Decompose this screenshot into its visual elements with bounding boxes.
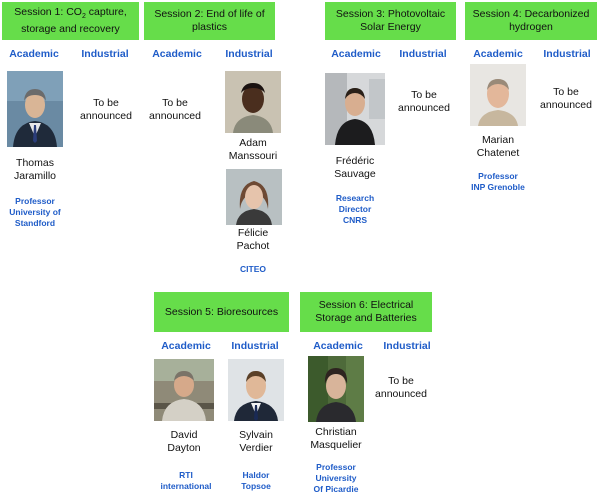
session-3-academic-header: Academic xyxy=(331,48,381,60)
affil-sylvain-verdier: Haldor Topsoe xyxy=(241,470,271,491)
session-6-academic-header: Academic xyxy=(313,340,363,352)
session-3-industrial-header: Industrial xyxy=(399,48,447,60)
photo-sylvain-verdier xyxy=(228,359,284,421)
session-1-title: Session 1: CO2 capture, storage and reco… xyxy=(2,2,139,40)
photo-felicie-pachot xyxy=(226,169,282,225)
session-4-industrial-tba: To be announced xyxy=(540,86,592,111)
name-frederic-sauvage: Frédéric Sauvage xyxy=(334,155,376,180)
name-christian-masquelier: Christian Masquelier xyxy=(310,426,362,451)
session-3-industrial-tba: To be announced xyxy=(398,89,450,114)
session-2-industrial-header: Industrial xyxy=(225,48,273,60)
photo-adam-manssouri xyxy=(225,71,281,133)
photo-david-dayton xyxy=(154,359,214,421)
name-david-dayton: David Dayton xyxy=(167,429,201,454)
session-5-industrial-header: Industrial xyxy=(231,340,279,352)
session-4-industrial-header: Industrial xyxy=(543,48,591,60)
session-1-industrial-header: Industrial xyxy=(81,48,129,60)
photo-thomas-jaramillo xyxy=(7,71,63,147)
affil-david-dayton: RTI international xyxy=(160,470,212,491)
session-6-industrial-tba: To be announced xyxy=(375,375,427,400)
session-5-academic-header: Academic xyxy=(161,340,211,352)
affil-thomas-jaramillo: Professor University of Standford xyxy=(9,196,61,228)
affil-felicie-pachot: CITEO xyxy=(240,264,266,274)
affil-christian-masquelier: Professor University Of Picardie xyxy=(313,462,359,494)
affil-frederic-sauvage: Research Director CNRS xyxy=(335,193,375,225)
photo-marian-chatenet xyxy=(470,64,526,126)
name-thomas-jaramillo: Thomas Jaramillo xyxy=(13,157,56,182)
photo-christian-masquelier xyxy=(308,356,364,422)
name-adam-manssouri: Adam Manssouri xyxy=(228,137,278,162)
name-felicie-pachot: Félicie Pachot xyxy=(236,227,270,252)
session-6-industrial-header: Industrial xyxy=(383,340,431,352)
session-2-academic-tba: To be announced xyxy=(149,97,201,122)
session-1-academic-header: Academic xyxy=(9,48,59,60)
session-1-industrial-tba: To be announced xyxy=(80,97,132,122)
session-5-title: Session 5: Bioresources xyxy=(154,292,289,332)
session-4-academic-header: Academic xyxy=(473,48,523,60)
name-sylvain-verdier: Sylvain Verdier xyxy=(239,429,273,454)
name-marian-chatenet: Marian Chatenet xyxy=(476,134,520,159)
session-2-academic-header: Academic xyxy=(152,48,202,60)
photo-frederic-sauvage xyxy=(325,73,385,145)
affil-marian-chatenet: Professor INP Grenoble xyxy=(471,171,525,192)
